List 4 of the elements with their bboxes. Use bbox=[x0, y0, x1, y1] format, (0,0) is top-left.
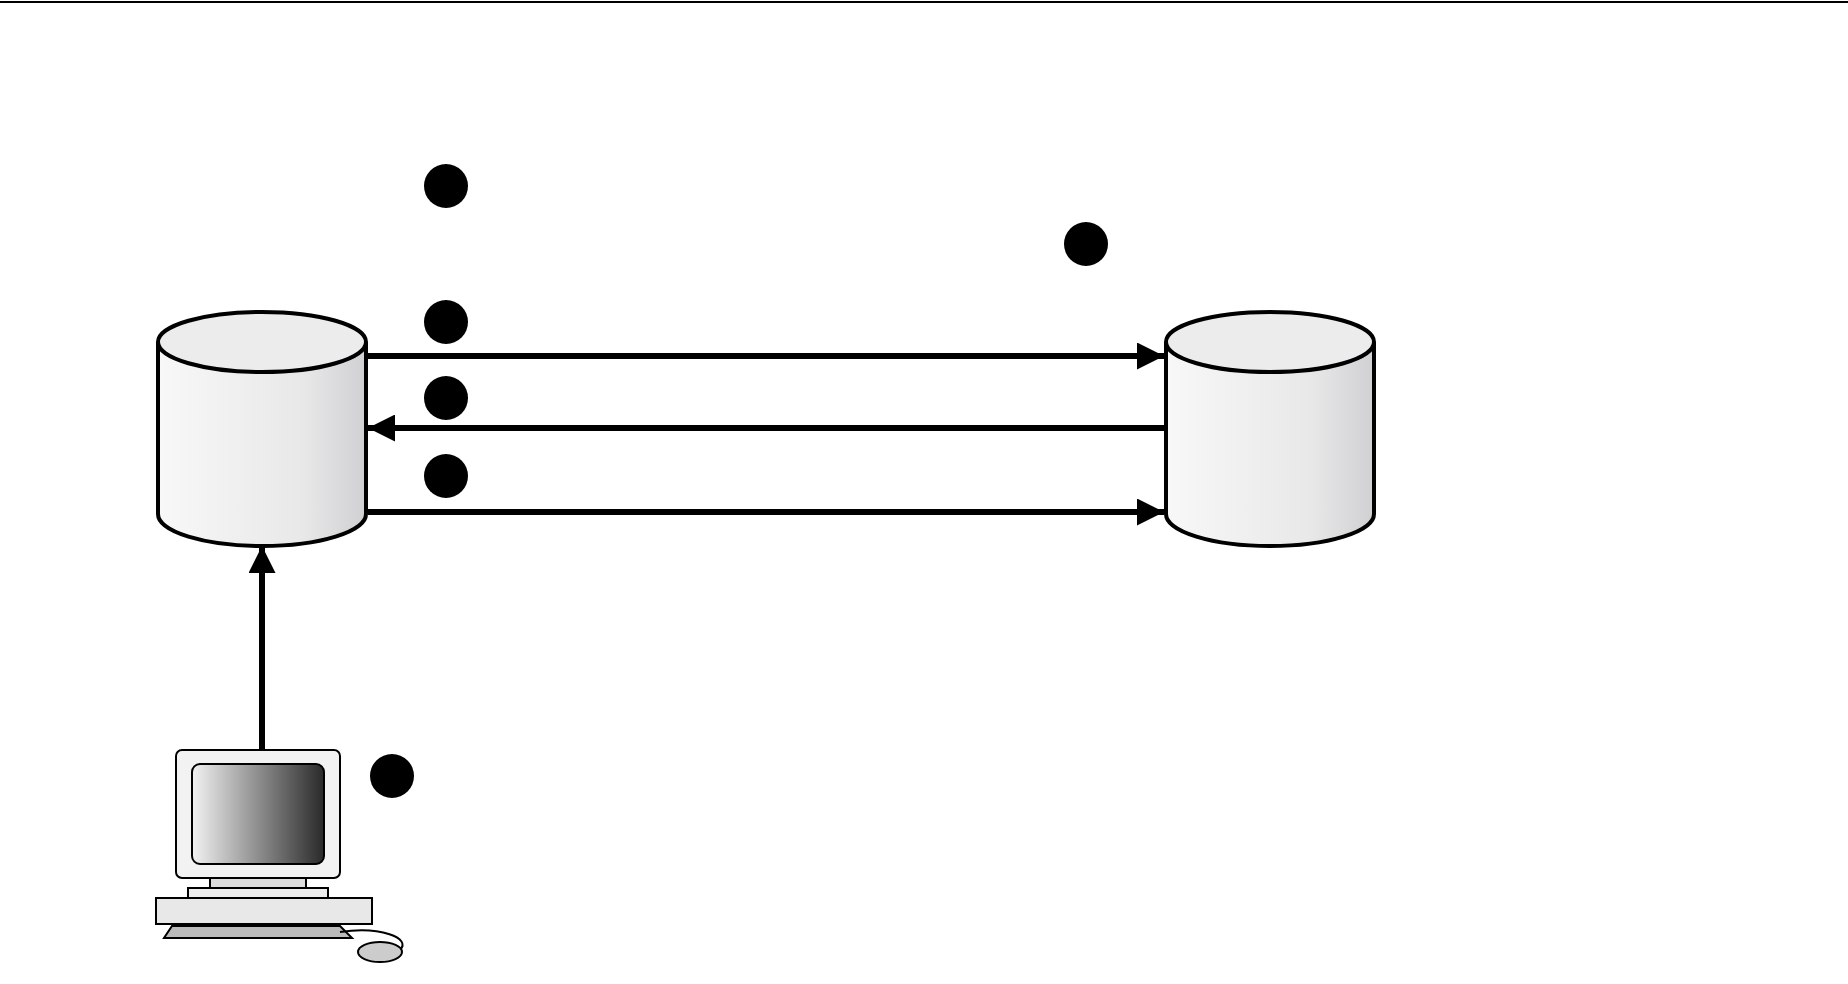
arrow bbox=[368, 414, 1164, 442]
arrow bbox=[368, 342, 1164, 370]
arrow bbox=[248, 546, 276, 750]
arrow bbox=[368, 498, 1164, 526]
